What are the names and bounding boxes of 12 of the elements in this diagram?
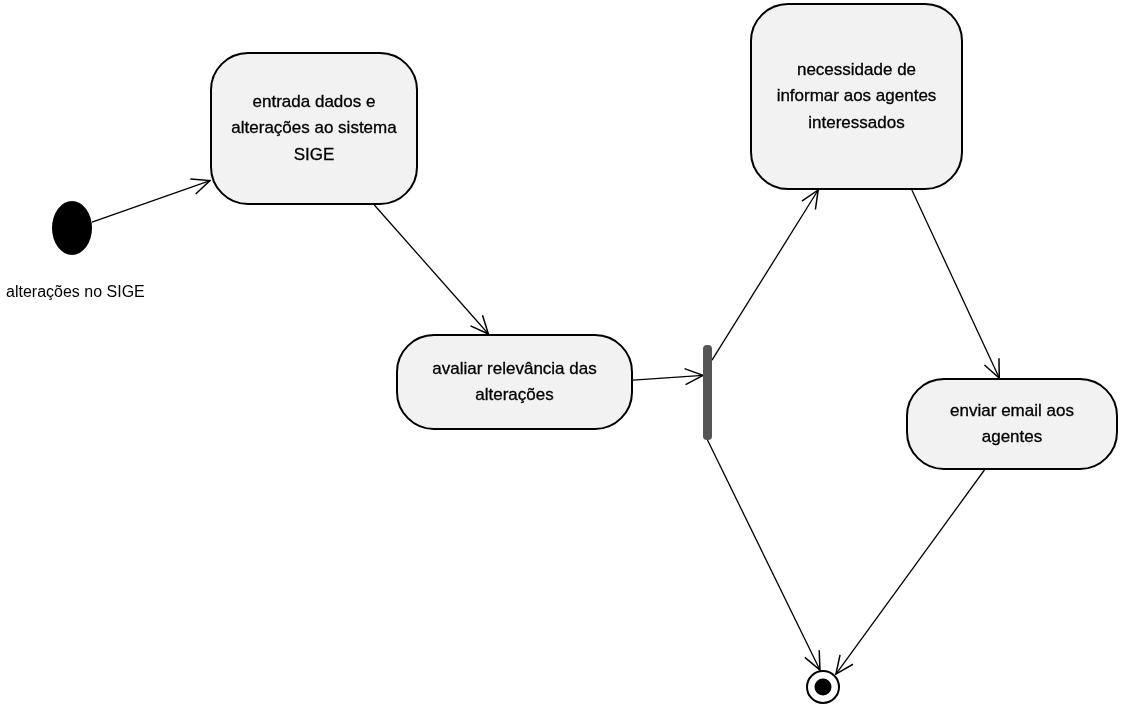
node-caption: alterações no SIGE: [6, 283, 145, 301]
activity-box: necessidade de informar aos agentes interessados: [750, 3, 963, 190]
arrow: [835, 469, 986, 675]
arrow: [632, 367, 704, 386]
activity-box: avaliar relevância das alterações: [396, 334, 633, 430]
arrow: [373, 204, 490, 335]
arrow: [91, 178, 211, 223]
arrow: [711, 189, 819, 361]
arrow: [911, 189, 1001, 379]
activity-box: enviar email aos agentes: [906, 378, 1118, 470]
arrow: [706, 439, 821, 671]
activity-box: entrada dados e alterações ao sistema SIGE: [210, 52, 418, 205]
